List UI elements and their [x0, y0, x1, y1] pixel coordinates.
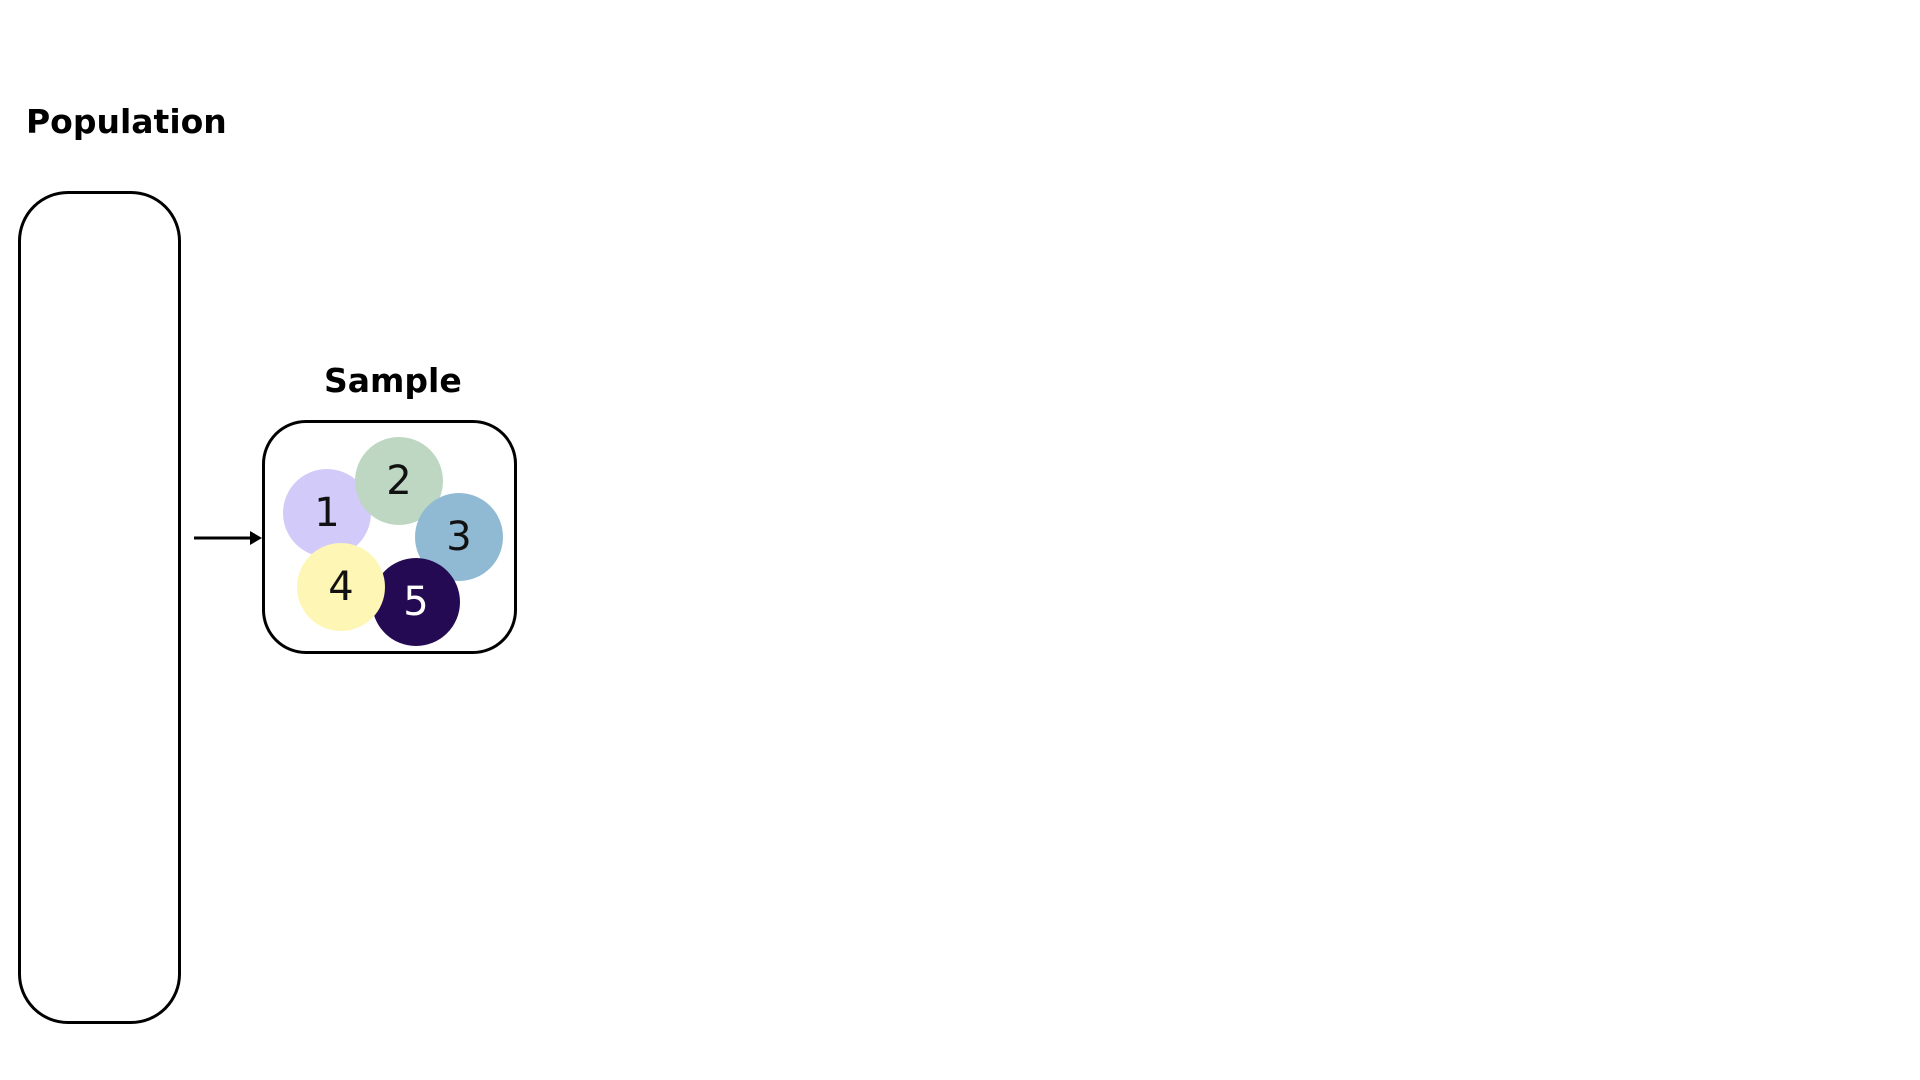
sample-item-5: 5 — [372, 558, 460, 646]
sample-item-number: 2 — [386, 458, 412, 504]
arrow-right-icon — [194, 531, 262, 545]
sample-label: Sample — [324, 361, 462, 400]
sample-box — [262, 420, 517, 654]
population-label: Population — [26, 102, 227, 141]
sample-item-3: 3 — [415, 493, 503, 581]
sample-item-4: 4 — [297, 543, 385, 631]
sample-item-number: 1 — [314, 490, 340, 536]
sample-item-number: 5 — [403, 579, 429, 625]
sample-item-number: 4 — [328, 564, 354, 610]
sample-item-number: 3 — [446, 514, 472, 560]
population-box — [18, 191, 181, 1024]
